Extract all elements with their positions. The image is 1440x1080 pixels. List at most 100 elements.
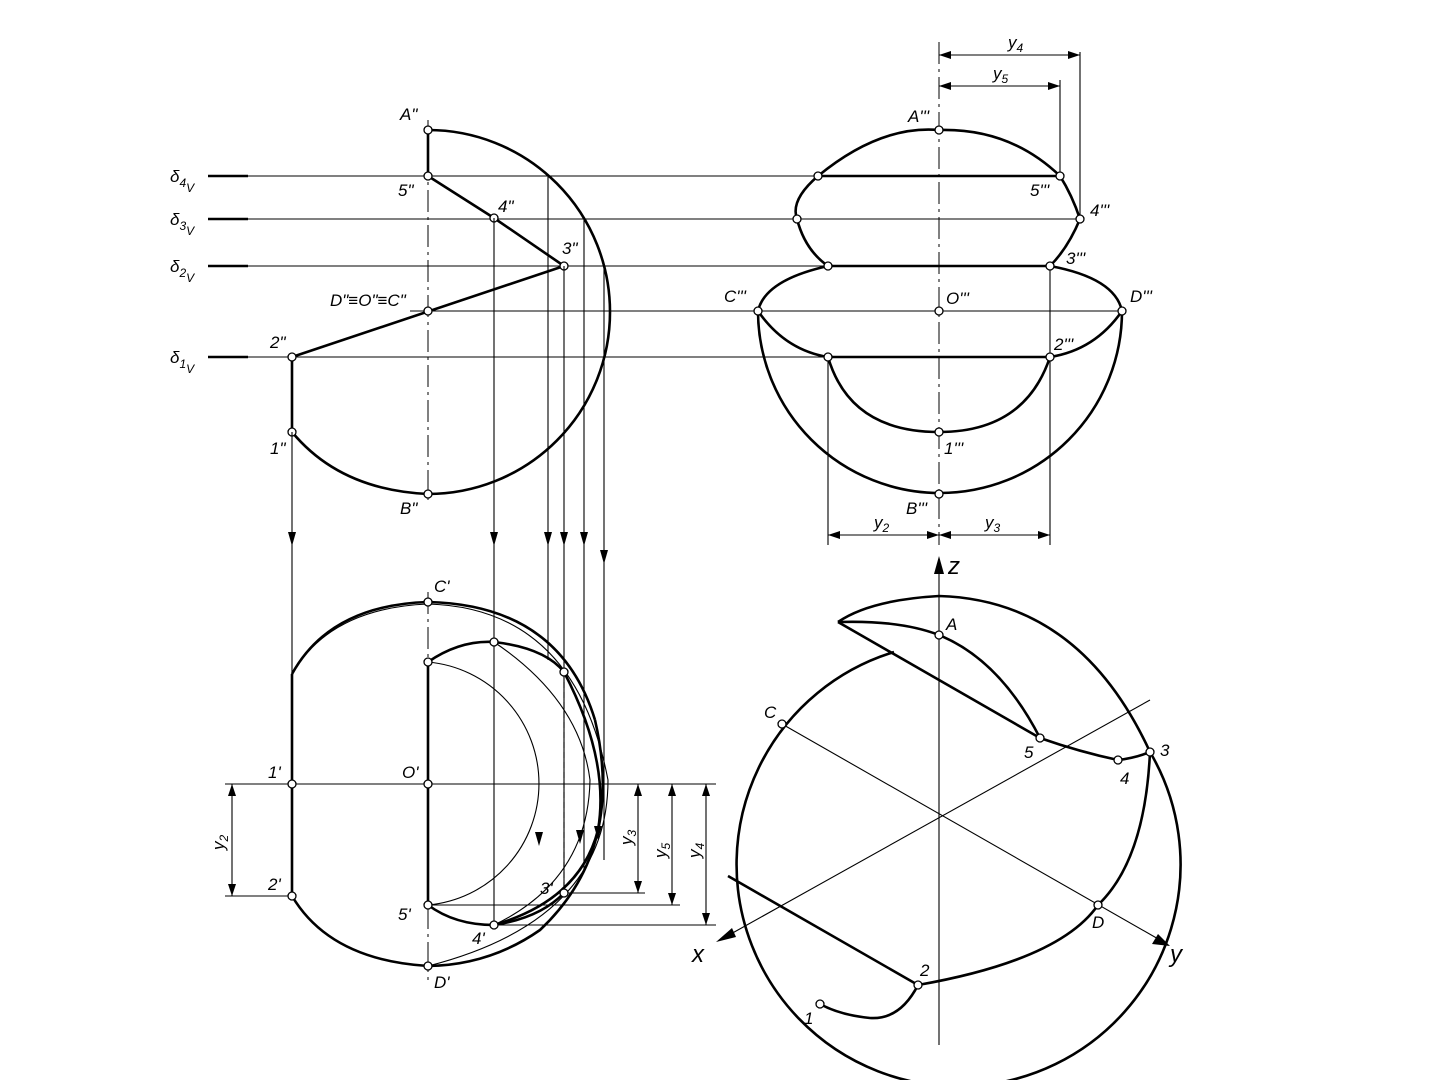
dim-y4-arrow-l	[939, 51, 951, 59]
iso-curve-2-1	[819, 984, 920, 1020]
top-point-C	[423, 597, 433, 607]
side-dimensions: y4 y5 y2 y3	[828, 33, 1080, 539]
side-point-1	[934, 427, 944, 437]
side-ellipse-ul	[756, 264, 829, 312]
dim-top-y3-label: y3	[617, 830, 639, 847]
side-point-5	[1055, 171, 1065, 181]
front-label-3: 3"	[562, 239, 578, 258]
dim-y4-arrow-r	[1068, 51, 1080, 59]
side-ellipse-ur	[1049, 264, 1124, 312]
side-view: A''' 5''' 4''' 3''' C''' O''' D''' 2''' …	[724, 42, 1153, 545]
iso-point-A	[934, 630, 944, 640]
side-label-O: O'''	[946, 289, 970, 308]
front-arc-1-B	[290, 431, 429, 496]
side-label-A: A'''	[907, 107, 930, 126]
side-point-4-left	[792, 214, 802, 224]
side-label-3: 3'''	[1066, 249, 1086, 268]
top-point-3	[559, 888, 569, 898]
top-label-D: D'	[434, 973, 450, 992]
top-label-5: 5'	[398, 905, 411, 924]
iso-axis-z-label: z	[947, 553, 960, 580]
front-label-1: 1"	[270, 439, 286, 458]
top-inner-circle	[427, 661, 540, 906]
top-outer-arc-upper	[290, 600, 597, 721]
dim-top-y4-label: y4	[685, 843, 707, 860]
front-point-O	[423, 306, 433, 316]
dim-top-y2-arrow-b	[228, 884, 236, 896]
dim-top-y4-arrow-t	[702, 784, 710, 796]
top-point-upper-4	[489, 637, 499, 647]
iso-point-D	[1093, 900, 1103, 910]
front-view	[290, 120, 620, 505]
iso-point-C	[777, 719, 787, 729]
side-point-2	[1045, 352, 1055, 362]
front-point-2	[287, 352, 297, 362]
side-label-C: C'''	[724, 287, 747, 306]
top-inner-curve-2	[493, 641, 591, 926]
plane-traces: δ4V δ3V δ2V δ1V	[170, 167, 1122, 376]
top-point-D	[423, 961, 433, 971]
iso-point-5	[1035, 733, 1045, 743]
iso-axis-x-arrow	[716, 928, 736, 942]
top-label-1: 1'	[268, 763, 281, 782]
iso-sphere-outline	[735, 650, 1182, 1080]
iso-label-D: D	[1092, 913, 1104, 932]
iso-point-4	[1113, 755, 1123, 765]
dim-y5-arrow-l	[939, 82, 951, 90]
front-label-5: 5"	[398, 181, 414, 200]
side-point-A	[934, 125, 944, 135]
side-label-D: D'''	[1130, 287, 1153, 306]
top-point-upper-5	[423, 657, 433, 667]
front-label-4: 4"	[498, 197, 514, 216]
side-point-C	[753, 306, 763, 316]
top-view: C' 1' O' 2' 5' 3' 4' D'	[225, 577, 716, 992]
front-sphere-arc	[427, 128, 612, 496]
arrow-down-4	[560, 532, 568, 546]
dim-y2-label: y2	[873, 513, 890, 535]
iso-sphere-top	[837, 594, 1152, 753]
side-point-4	[1075, 214, 1085, 224]
arrow-down-3	[544, 532, 552, 546]
top-point-2	[287, 891, 297, 901]
front-label-DOC: D"≡O"≡C"	[330, 291, 407, 310]
dim-y5-arrow-r	[1048, 82, 1060, 90]
iso-label-3: 3	[1160, 741, 1170, 760]
iso-axis-x	[719, 699, 1151, 941]
top-dimensions: y2 y3 y5 y4	[209, 784, 710, 925]
dim-y2-arrow-l	[828, 531, 840, 539]
iso-label-4: 4	[1120, 769, 1129, 788]
iso-point-2	[913, 980, 923, 990]
iso-axis-y-label: y	[1168, 941, 1184, 968]
iso-axis-z-arrow	[934, 556, 944, 574]
top-label-4: 4'	[472, 929, 485, 948]
top-outer-arc-lower	[290, 895, 429, 968]
side-point-2-left	[823, 352, 833, 362]
side-label-2: 2'''	[1053, 335, 1074, 354]
iso-label-1: 1	[804, 1009, 813, 1028]
top-inner-arc-bottom	[427, 903, 495, 927]
dim-top-y5-arrow-b	[668, 893, 676, 905]
front-label-2: 2"	[269, 333, 286, 352]
side-label-1: 1'''	[944, 439, 964, 458]
top-point-5	[423, 900, 433, 910]
top-label-3: 3'	[540, 879, 553, 898]
side-point-D	[1117, 306, 1127, 316]
dim-y3-label: y3	[984, 513, 1001, 535]
arrow-down-1	[288, 532, 296, 546]
top-outer-thin	[291, 603, 609, 967]
top-outer-arc-right	[427, 719, 605, 968]
dim-top-y5-arrow-t	[668, 784, 676, 796]
iso-label-5: 5	[1024, 743, 1034, 762]
dim-top-y2-label: y2	[209, 835, 231, 852]
iso-curve-5-4-3	[1039, 736, 1151, 762]
side-label-5: 5'''	[1030, 181, 1050, 200]
iso-label-2: 2	[919, 961, 930, 980]
top-label-2: 2'	[267, 875, 281, 894]
top-inner-arc-top	[427, 640, 566, 673]
curve-arrow-2	[576, 830, 584, 844]
side-point-O	[934, 306, 944, 316]
dim-y2-arrow-r	[927, 531, 939, 539]
iso-cut-line-2	[727, 874, 919, 987]
